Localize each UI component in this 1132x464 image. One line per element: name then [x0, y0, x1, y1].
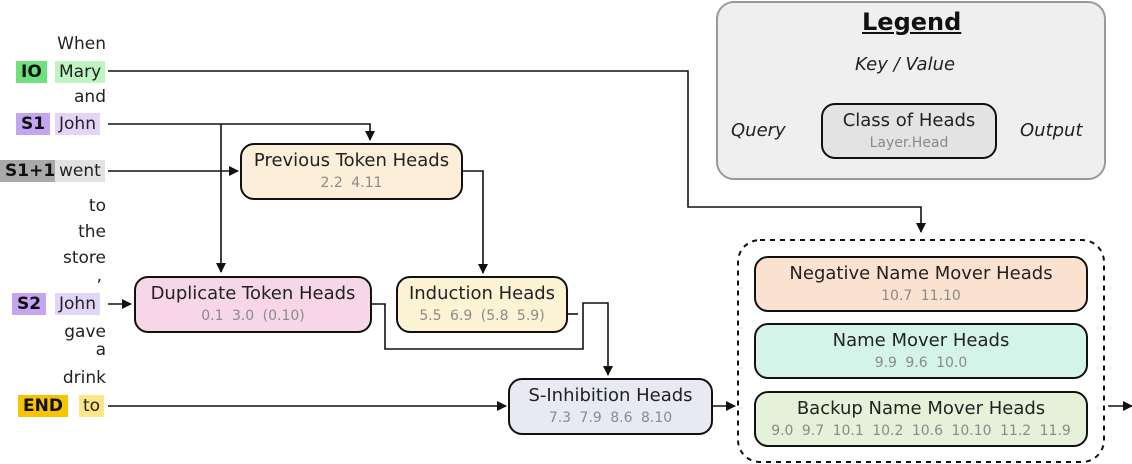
token-a: a [95, 340, 106, 360]
negative-name-mover-heads-box: Negative Name Mover Heads 10.7 11.10 [754, 256, 1088, 312]
s1p1-token: went [55, 160, 105, 182]
token-gave: gave [64, 322, 106, 342]
backup-name-mover-heads-title: Backup Name Mover Heads [796, 398, 1046, 419]
backup-name-mover-heads-list: 9.0 9.7 10.1 10.2 10.6 10.10 11.2 11.9 [771, 423, 1071, 439]
arrow-duplicate-to-s-inhibition [372, 302, 613, 376]
duplicate-token-heads-title: Duplicate Token Heads [150, 283, 356, 304]
s1-tag: S1 [16, 113, 51, 135]
s-inhibition-heads-list: 7.3 7.9 8.6 8.10 [548, 410, 673, 426]
backup-name-mover-heads-box: Backup Name Mover Heads 9.0 9.7 10.1 10.… [754, 391, 1088, 447]
induction-heads-title: Induction Heads [408, 283, 556, 304]
token-to: to [88, 196, 106, 216]
arrow-previous-to-induction [463, 170, 488, 274]
previous-token-heads-box: Previous Token Heads 2.2 4.11 [240, 143, 463, 200]
token-and: and [74, 87, 106, 107]
legend-title: Legend [862, 8, 962, 36]
legend-class-box: Class of Heads Layer.Head [821, 103, 997, 159]
duplicate-token-heads-list: 0.1 3.0 (0.10) [201, 308, 305, 324]
induction-heads-list: 5.5 6.9 (5.8 5.9) [419, 308, 545, 324]
legend-key-value-label: Key / Value [855, 54, 956, 75]
legend-query-label: Query [731, 120, 786, 141]
name-mover-heads-box: Name Mover Heads 9.9 9.6 10.0 [754, 323, 1088, 379]
s1p1-tag: S1+1 [0, 160, 61, 182]
s2-tag: S2 [12, 293, 47, 315]
token-store: store [63, 248, 106, 268]
legend-class-subtitle: Layer.Head [869, 135, 949, 151]
previous-token-heads-list: 2.2 4.11 [320, 175, 383, 191]
end-tag: END [18, 395, 68, 417]
io-token: Mary [55, 61, 106, 83]
s-inhibition-heads-box: S-Inhibition Heads 7.3 7.9 8.6 8.10 [508, 378, 713, 435]
arrow-io-to-name-movers [108, 70, 926, 233]
s1-token: John [55, 113, 100, 135]
s2-token: John [55, 293, 100, 315]
name-mover-heads-list: 9.9 9.6 10.0 [874, 355, 968, 371]
duplicate-token-heads-box: Duplicate Token Heads 0.1 3.0 (0.10) [134, 276, 372, 333]
previous-token-heads-title: Previous Token Heads [253, 150, 450, 171]
token-drink: drink [62, 368, 106, 388]
negative-name-mover-heads-title: Negative Name Mover Heads [789, 263, 1053, 284]
arrow-s1-to-previous-token [108, 123, 375, 141]
token-the: the [78, 222, 106, 242]
negative-name-mover-heads-list: 10.7 11.10 [881, 288, 961, 304]
end-token: to [79, 395, 105, 417]
induction-heads-box: Induction Heads 5.5 6.9 (5.8 5.9) [396, 276, 568, 333]
name-mover-group-outline [737, 239, 1105, 463]
legend-output-label: Output [1020, 120, 1083, 141]
s-inhibition-heads-title: S-Inhibition Heads [528, 385, 693, 406]
token-comma: , [96, 266, 102, 286]
name-mover-heads-title: Name Mover Heads [832, 330, 1010, 351]
legend-class-title: Class of Heads [842, 110, 976, 131]
token-when: When [57, 34, 106, 54]
io-tag: IO [16, 61, 47, 83]
